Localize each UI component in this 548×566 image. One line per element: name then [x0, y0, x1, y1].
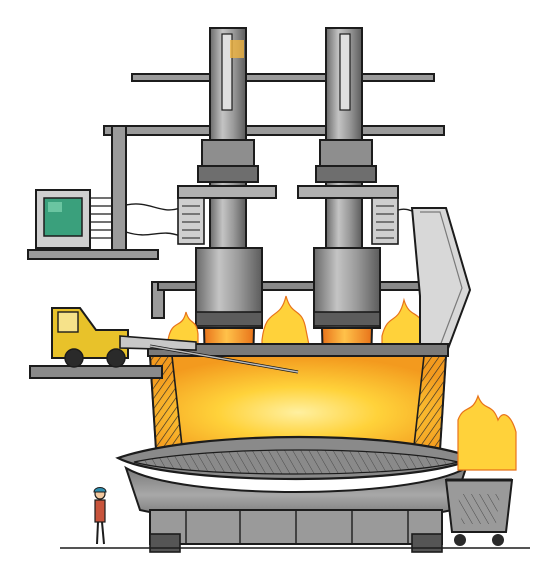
electrode-left-holder-band [195, 311, 263, 327]
front-loader [51, 307, 299, 374]
vessel-foot-right [411, 533, 443, 553]
cable-bundle [90, 197, 112, 239]
electrode-left-highlight [230, 40, 244, 58]
worker-figure [93, 487, 107, 545]
electrode-left-fins [182, 205, 200, 239]
roof-swing-mechanism [410, 207, 472, 355]
electrode-right-fins [376, 205, 394, 239]
electrode-right-bus-clamp [371, 197, 399, 245]
vessel-base-ribs [185, 510, 409, 544]
top-rail-beam [131, 73, 435, 82]
worker-body [94, 499, 106, 523]
vessel-foot-left [149, 533, 181, 553]
electrode-left-clamp-upper [201, 139, 255, 167]
slag-pot-wheel-left [454, 534, 466, 546]
control-screen [43, 197, 83, 237]
loader-platform [29, 365, 163, 379]
overhead-gantry [27, 73, 445, 319]
slag-pot-flames [457, 394, 517, 471]
loader-boom [119, 335, 197, 351]
electrode-left-clamp-ring [197, 165, 259, 183]
electrode-left-slot [221, 33, 233, 111]
worker-helmet [93, 487, 107, 493]
control-platform-beam [27, 249, 159, 260]
electrode-right-slot [339, 33, 351, 111]
electrode-right-clamp-ring [315, 165, 377, 183]
roof-swing-shading [420, 211, 463, 347]
electrode-right-clamp-upper [319, 139, 373, 167]
slag-pot-shading [458, 494, 500, 524]
furnace-vessel [115, 343, 477, 553]
roof-swing-arm [410, 207, 472, 355]
electrode-left-bus-clamp [177, 197, 205, 245]
upper-platform-beam [103, 125, 445, 136]
charging-platform [29, 365, 163, 379]
loader-wheel-front [106, 348, 126, 368]
power-cable-upper [125, 203, 181, 211]
vessel-interior-fire [148, 355, 448, 451]
electrode-right-arm [297, 185, 399, 199]
slag-pot [444, 394, 517, 546]
control-panel [35, 189, 181, 249]
screen-glare [48, 202, 62, 212]
worker-leg-left [96, 521, 99, 545]
electrode-right-holder-band [313, 311, 381, 327]
flame-center [261, 295, 311, 351]
loader-cab-window [57, 311, 79, 333]
worker-leg-right [101, 521, 105, 545]
loader-wheel-rear [64, 348, 84, 368]
slag-pot-wheel-right [492, 534, 504, 546]
electrode-left-arm [177, 185, 277, 199]
power-cable-lower [125, 231, 181, 237]
gantry-left-post [111, 125, 127, 257]
loader-lance-highlight [149, 345, 299, 373]
